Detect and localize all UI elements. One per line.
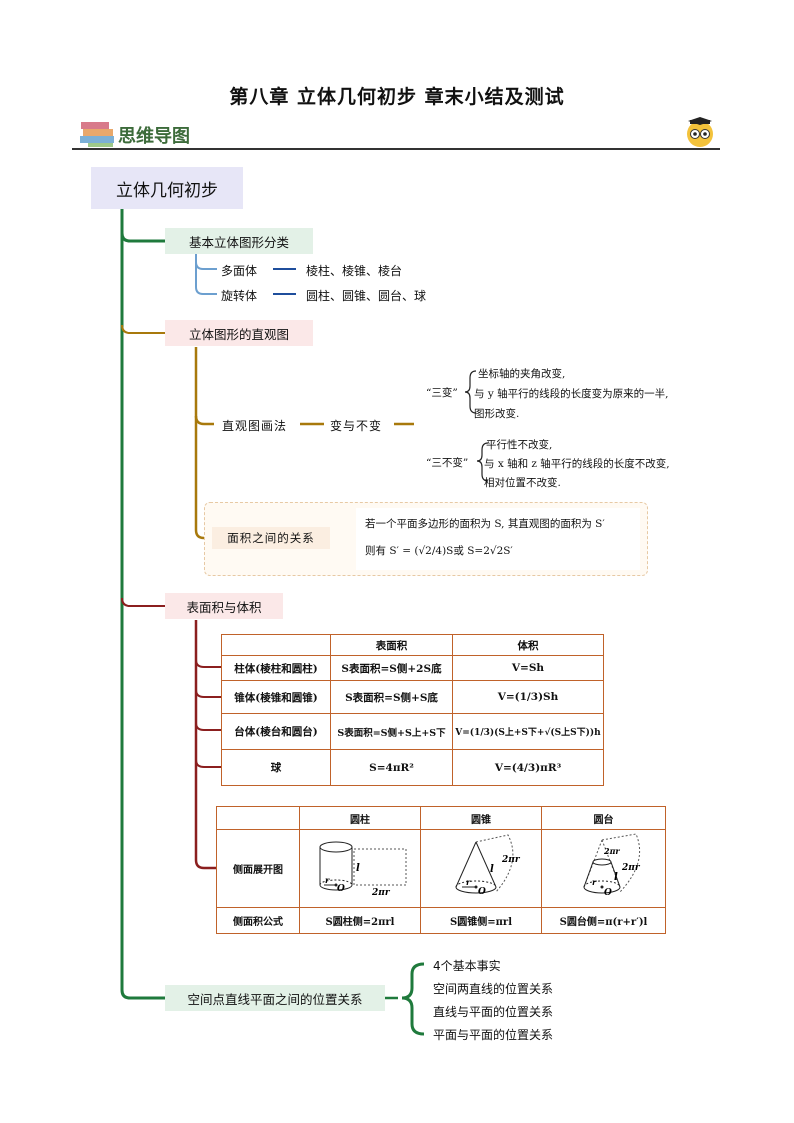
table1-header-surface: 表面积: [330, 634, 453, 656]
cylinder-lateral-formula: S圆柱侧=2πrl: [299, 907, 421, 934]
table1-cell: S=4πR²: [330, 749, 453, 786]
table2-header-blank: [216, 806, 300, 830]
three-invariants-label: “三不变”: [426, 457, 469, 469]
surface-volume-table: 表面积 体积 柱体(棱柱和圆柱) S表面积=S侧+2S底 V=Sh 锥体(棱锥和…: [221, 634, 604, 786]
cone-net-cell: 2πr l r O: [420, 829, 542, 908]
table2-header-cone: 圆锥: [420, 806, 542, 830]
cylinder-o-label: O: [337, 884, 345, 894]
frustum-net-cell: 2πr 2πr l r O: [541, 829, 666, 908]
table1-cell: S表面积=S侧+S上+S下: [330, 713, 453, 750]
cone-net-diagram: 2πr l r O: [455, 834, 521, 897]
area-formula-line-1: 若一个平面多边形的面积为 S, 其直观图的面积为 S′: [365, 518, 605, 530]
table1-header-blank: [221, 634, 331, 656]
table2-row-label-formula: 侧面积公式: [216, 907, 300, 934]
drawing-method-label: 直观图画法: [222, 419, 288, 433]
polyhedron-label: 多面体: [221, 264, 258, 278]
three-changes-line-1: 坐标轴的夹角改变,: [478, 368, 566, 380]
table1-cell: V=(1/3)(S上+S下+√(S上S下))h: [452, 713, 604, 750]
cone-lateral-formula: S圆锥侧=πrl: [420, 907, 542, 934]
mind-map-banner: 思维导图: [118, 126, 190, 147]
table1-cell: S表面积=S侧+2S底: [330, 655, 453, 681]
table1-row-label: 锥体(棱锥和圆锥): [221, 680, 331, 714]
frustum-net-diagram: 2πr 2πr l r O: [583, 833, 641, 898]
three-invariants-line-2: 与 x 轴和 z 轴平行的线段的长度不改变,: [484, 458, 670, 470]
spatial-item-2: 空间两直线的位置关系: [433, 982, 554, 996]
cylinder-r-label: r: [325, 875, 330, 885]
three-changes-line-2: 与 y 轴平行的线段的长度变为原来的一半,: [474, 388, 669, 400]
frustum-lateral-formula: S圆台侧=π(r+r′)l: [541, 907, 666, 934]
solid-of-revolution-value: 圆柱、圆锥、圆台、球: [306, 289, 427, 303]
cylinder-2pir-label: 2πr: [371, 888, 391, 898]
owl-icon: [687, 117, 713, 147]
table1-cell: V=(4/3)πR³: [452, 749, 604, 786]
table1-cell: V=(1/3)Sh: [452, 680, 604, 714]
table1-row-label: 台体(棱台和圆台): [221, 713, 331, 750]
change-invariant-label: 变与不变: [330, 419, 383, 433]
polyhedron-value: 棱柱、棱锥、棱台: [306, 264, 403, 278]
area-formula-line-2: 则有 S′ = (√2/4)S或 S=2√2S′: [365, 545, 513, 557]
three-changes-line-3: 图形改变.: [474, 408, 520, 420]
cone-o-label: O: [478, 887, 486, 897]
page-title: 第八章 立体几何初步 章末小结及测试: [229, 86, 565, 108]
solid-of-revolution-label: 旋转体: [221, 289, 258, 303]
table1-row-label: 柱体(棱柱和圆柱): [221, 655, 331, 681]
three-changes-label: “三变”: [426, 387, 458, 399]
table1-cell: V=Sh: [452, 655, 604, 681]
three-invariants-line-3: 相对位置不改变.: [484, 477, 561, 489]
lateral-area-table: 圆柱 圆锥 圆台 侧面展开图 l 2πr r O: [216, 806, 666, 934]
table1-header-volume: 体积: [452, 634, 604, 656]
branch-intuitive-drawing: 立体图形的直观图: [165, 320, 313, 346]
spatial-item-1: 4个基本事实: [433, 959, 501, 973]
cone-r-label: r: [466, 877, 471, 887]
table1-row-label: 球: [221, 749, 331, 786]
frustum-2pir-top-label: 2πr: [603, 846, 620, 856]
cylinder-net-diagram: l 2πr r O: [319, 841, 407, 898]
frustum-r-label: r: [592, 877, 597, 887]
table2-header-cylinder: 圆柱: [299, 806, 421, 830]
cylinder-net-cell: l 2πr r O: [299, 829, 421, 908]
cylinder-l-label: l: [356, 863, 360, 874]
branch-spatial-relations: 空间点直线平面之间的位置关系: [165, 985, 385, 1011]
spatial-item-4: 平面与平面的位置关系: [433, 1028, 554, 1042]
area-formula-box: [356, 508, 640, 570]
frustum-l-label: l: [614, 872, 618, 883]
table2-row-label-net: 侧面展开图: [216, 829, 300, 908]
header-divider: [72, 148, 720, 150]
area-relation-label: 面积之间的关系: [212, 527, 330, 549]
frustum-o-label: O: [604, 888, 612, 898]
cone-2pir-label: 2πr: [501, 855, 521, 865]
table1-cell: S表面积=S侧+S底: [330, 680, 453, 714]
three-invariants-line-1: 平行性不改变,: [486, 439, 553, 451]
table2-header-frustum: 圆台: [541, 806, 666, 830]
root-node: 立体几何初步: [91, 167, 243, 209]
branch-basic-solids: 基本立体图形分类: [165, 228, 313, 254]
cone-l-label: l: [490, 864, 494, 875]
frustum-2pir-label: 2πr: [621, 863, 641, 873]
branch-surface-volume: 表面积与体积: [165, 593, 283, 619]
books-icon: [80, 122, 114, 147]
spatial-item-3: 直线与平面的位置关系: [433, 1005, 554, 1019]
